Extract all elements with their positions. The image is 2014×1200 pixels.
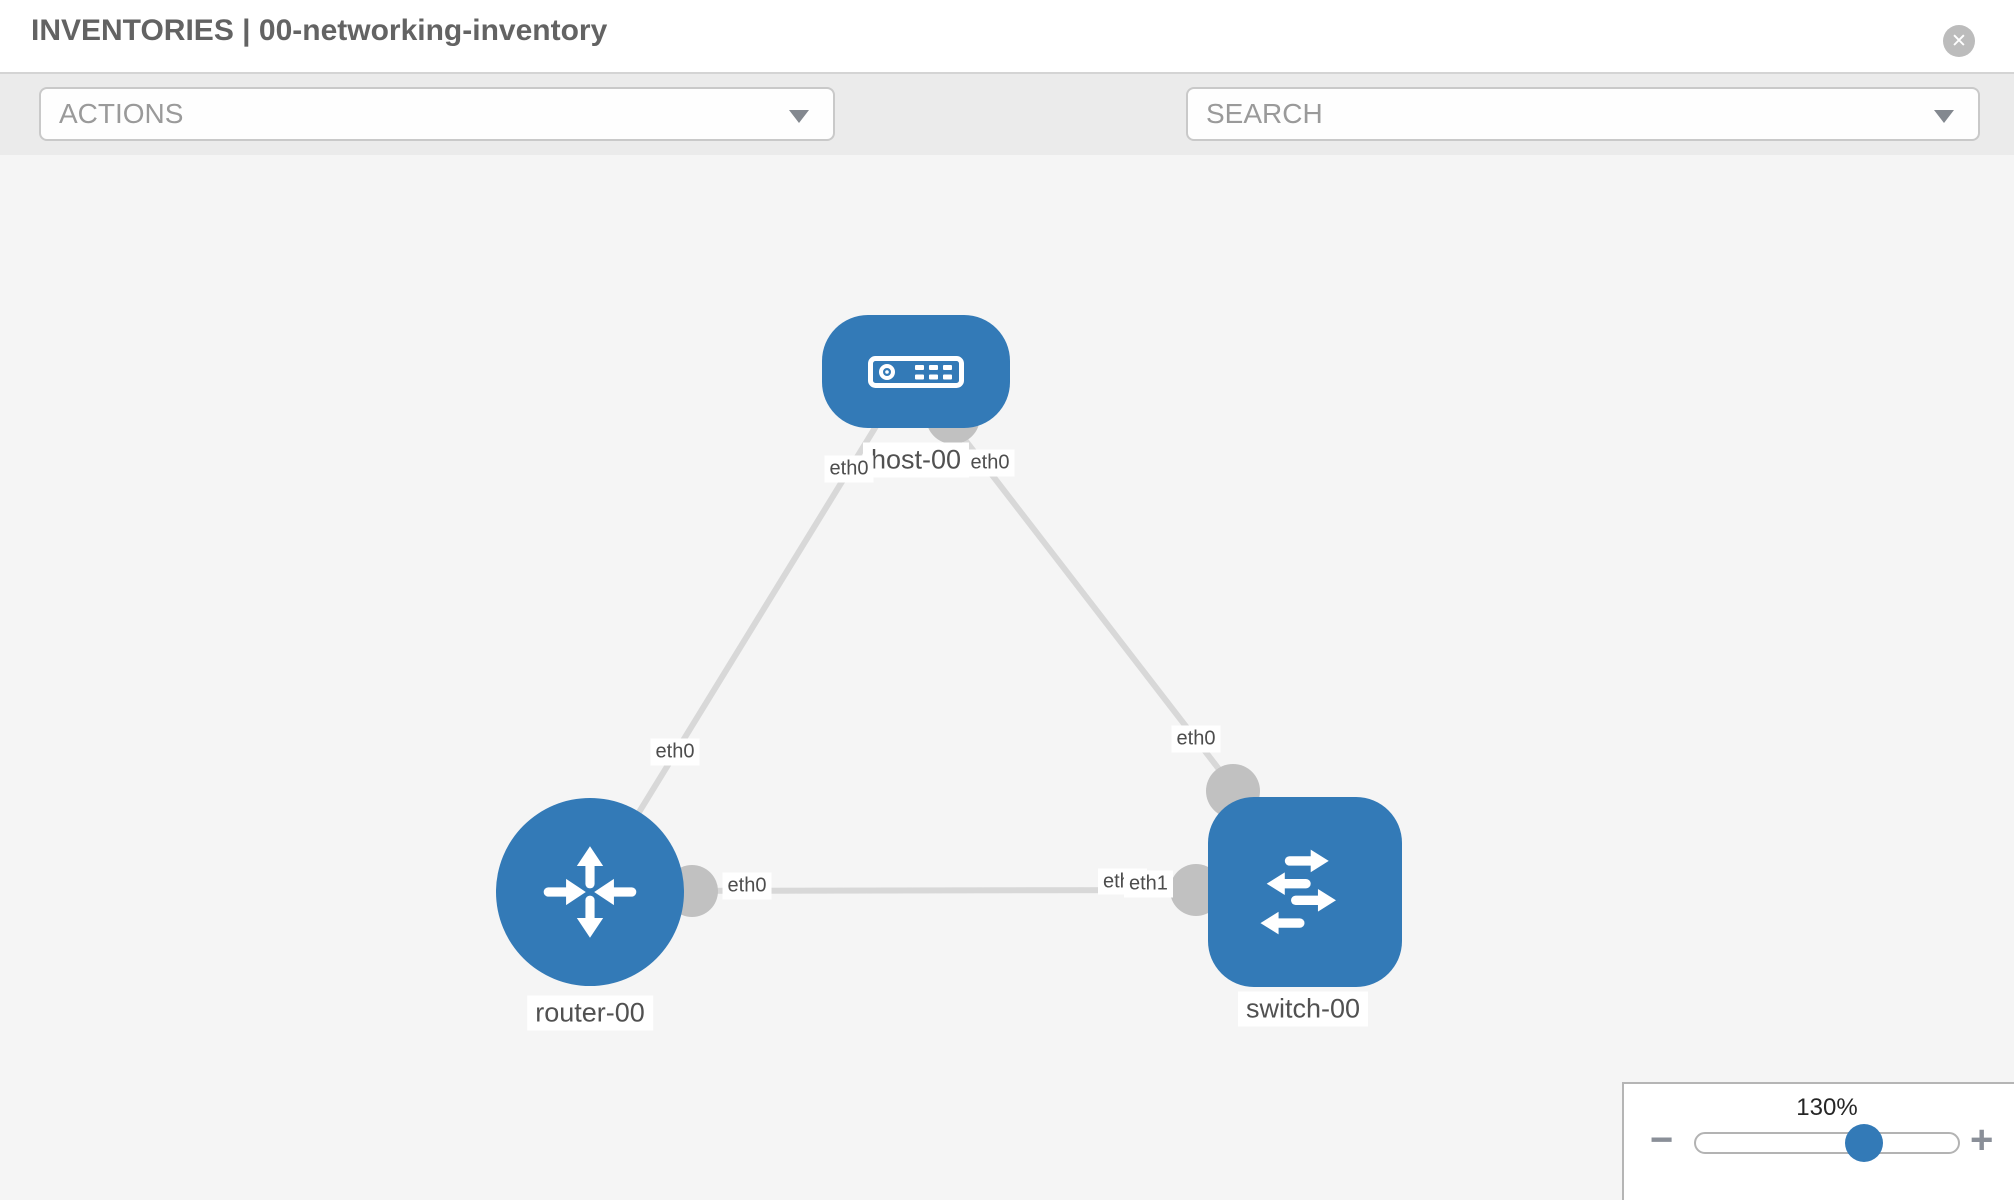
node-switch[interactable] <box>1208 797 1402 987</box>
page-title: INVENTORIES | 00-networking-inventory <box>31 14 608 47</box>
interface-label-router-upper: eth0 <box>650 738 700 766</box>
topology-canvas[interactable]: host-00 router-00 switch-00 eth0 eth0 et… <box>0 155 2014 1200</box>
close-button[interactable]: ✕ <box>1943 25 1975 57</box>
zoom-out-button[interactable]: − <box>1650 1118 1674 1162</box>
switch-icon <box>1260 849 1337 935</box>
header-bar: INVENTORIES | 00-networking-inventory ✕ <box>0 0 2014 74</box>
chevron-down-icon <box>789 110 809 123</box>
node-label-router: router-00 <box>527 995 653 1031</box>
host-icon <box>868 355 964 388</box>
link-layer <box>587 390 1260 917</box>
zoom-panel: 130% − + <box>1622 1082 2014 1200</box>
zoom-in-button[interactable]: + <box>1970 1118 1994 1162</box>
zoom-slider-thumb[interactable] <box>1845 1124 1883 1162</box>
node-label-host: host-00 <box>862 442 970 478</box>
actions-dropdown-label: ACTIONS <box>59 98 184 129</box>
node-label-switch: switch-00 <box>1237 991 1369 1027</box>
interface-label-switch-upper: eth0 <box>1171 725 1221 753</box>
zoom-slider-track[interactable] <box>1694 1132 1960 1154</box>
interface-label-switch-left-pair: eth0 eth1 <box>1098 868 1173 898</box>
interface-label-over: eth1 <box>1124 870 1173 898</box>
actions-dropdown[interactable]: ACTIONS <box>39 87 835 141</box>
interface-label-host-right: eth0 <box>965 449 1015 477</box>
search-dropdown-label: SEARCH <box>1206 98 1323 129</box>
interface-label-router-right: eth0 <box>722 872 772 900</box>
chevron-down-icon <box>1934 110 1954 123</box>
toolbar: ACTIONS SEARCH <box>0 74 2014 206</box>
search-dropdown[interactable]: SEARCH <box>1186 87 1980 141</box>
node-router[interactable] <box>496 798 684 986</box>
interface-label-host-left: eth0 <box>824 455 874 483</box>
zoom-value: 130% <box>1796 1094 1858 1121</box>
close-icon: ✕ <box>1951 30 1967 52</box>
node-host[interactable] <box>822 315 1010 428</box>
router-icon <box>543 846 637 938</box>
